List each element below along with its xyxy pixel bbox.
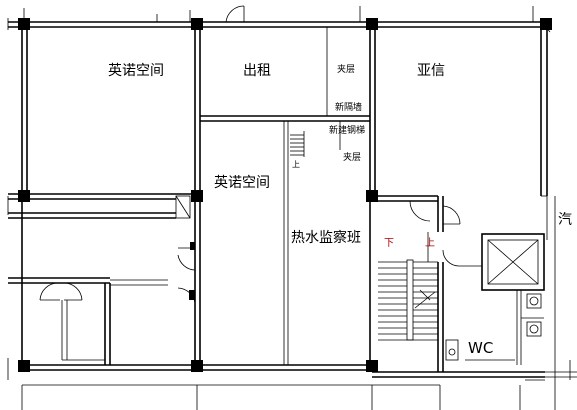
room-label-jiaceng-mid: 夹层 bbox=[343, 151, 361, 163]
label-up-small: 上 bbox=[292, 160, 300, 169]
stair-label-up: 上 bbox=[425, 237, 435, 249]
label-qi: 汽 bbox=[558, 212, 572, 228]
room-label-wc: WC bbox=[468, 339, 493, 357]
stair-label-down: 下 bbox=[384, 238, 394, 249]
wc-fixtures bbox=[445, 290, 544, 365]
label-new-partition: 新隔墙 bbox=[335, 101, 362, 113]
room-label-chuzu: 出租 bbox=[243, 63, 271, 79]
room-label-yaxin: 亚信 bbox=[417, 63, 445, 79]
room-label-jiaceng-top: 夹层 bbox=[337, 63, 355, 75]
label-new-steel-stair: 新建钢梯 bbox=[329, 124, 365, 136]
room-label-heat-water: 热水监察班 bbox=[291, 229, 361, 246]
room-label-yingnuo-mid: 英诺空间 bbox=[214, 174, 270, 191]
columns bbox=[18, 18, 552, 372]
room-label-yingnuo-top: 英诺空间 bbox=[108, 62, 164, 79]
small-stair bbox=[290, 131, 305, 157]
elevator bbox=[481, 233, 545, 291]
main-stair bbox=[378, 232, 438, 341]
